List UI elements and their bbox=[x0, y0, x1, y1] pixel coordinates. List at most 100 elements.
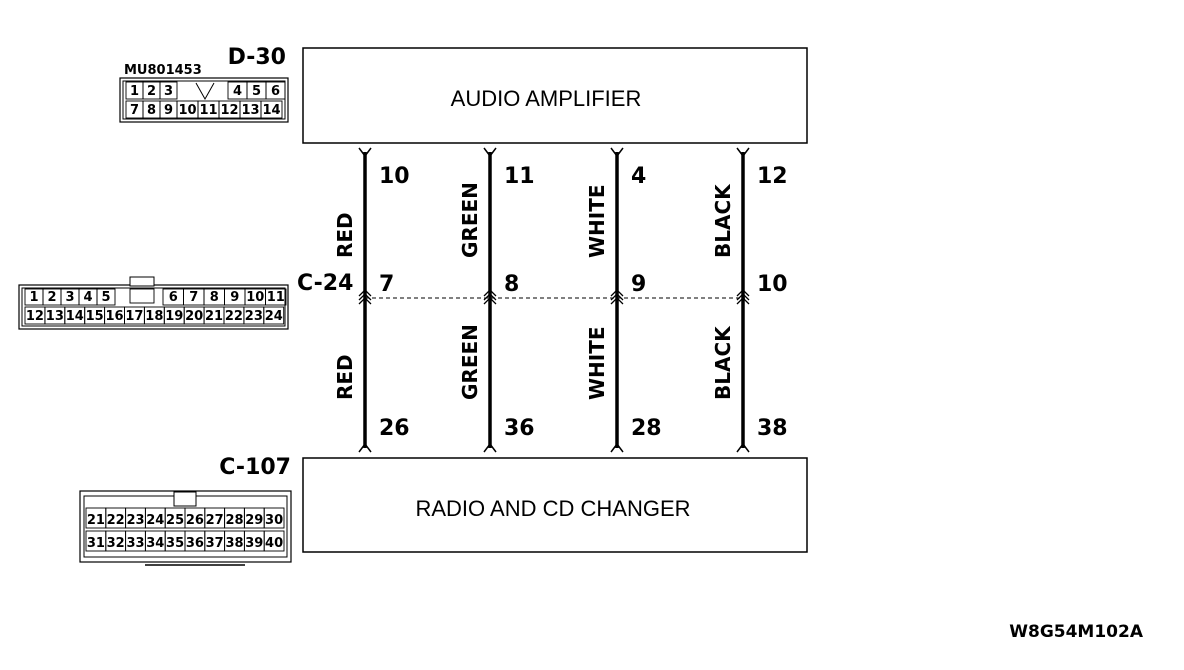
svg-text:5: 5 bbox=[252, 84, 261, 99]
audio-amplifier-box bbox=[302, 47, 808, 144]
svg-text:29: 29 bbox=[245, 513, 263, 528]
svg-text:8: 8 bbox=[147, 103, 156, 118]
pin-bottom-black: 38 bbox=[757, 416, 788, 441]
pin-top-green: 11 bbox=[504, 164, 535, 189]
connector-cell: 16 bbox=[104, 306, 125, 325]
svg-text:9: 9 bbox=[230, 290, 239, 305]
svg-text:2: 2 bbox=[47, 290, 56, 305]
svg-text:22: 22 bbox=[225, 309, 243, 324]
pin-mid-white: 9 bbox=[631, 272, 646, 297]
svg-text:23: 23 bbox=[245, 309, 263, 324]
svg-text:10: 10 bbox=[178, 103, 196, 118]
svg-text:35: 35 bbox=[166, 536, 184, 551]
wire-color-label-lower: RED bbox=[333, 354, 357, 400]
svg-text:31: 31 bbox=[87, 536, 105, 551]
connector-cell: 18 bbox=[143, 306, 165, 325]
wire-color-label-upper: GREEN bbox=[458, 182, 482, 258]
svg-text:11: 11 bbox=[199, 103, 217, 118]
pin-top-red: 10 bbox=[379, 164, 410, 189]
wire-color-label-lower: WHITE bbox=[585, 326, 609, 400]
pin-top-white: 4 bbox=[631, 164, 646, 189]
c24-connector-id: C-24 bbox=[297, 271, 353, 296]
svg-text:14: 14 bbox=[262, 103, 280, 118]
svg-text:2: 2 bbox=[147, 84, 156, 99]
connector-cell: 10 bbox=[176, 100, 199, 119]
connector-cell: 30 bbox=[263, 507, 285, 529]
d30-part-code: MU801453 bbox=[124, 63, 202, 78]
svg-text:3: 3 bbox=[65, 290, 74, 305]
connector-cell: 6 bbox=[265, 81, 286, 100]
wire-color-label-upper: RED bbox=[333, 212, 357, 258]
svg-text:11: 11 bbox=[267, 290, 285, 305]
svg-text:40: 40 bbox=[265, 536, 283, 551]
wire-green: 11 8 36 GREEN GREEN bbox=[458, 147, 535, 453]
radio-cd-changer-box bbox=[302, 457, 808, 553]
svg-text:17: 17 bbox=[125, 309, 143, 324]
connector-cell: 22 bbox=[223, 306, 245, 325]
svg-text:4: 4 bbox=[233, 84, 242, 99]
svg-text:36: 36 bbox=[186, 536, 204, 551]
svg-text:25: 25 bbox=[166, 513, 184, 528]
svg-text:12: 12 bbox=[26, 309, 44, 324]
svg-text:8: 8 bbox=[210, 290, 219, 305]
connector-cell: 19 bbox=[163, 306, 185, 325]
svg-text:22: 22 bbox=[107, 513, 125, 528]
pin-mid-black: 10 bbox=[757, 272, 788, 297]
svg-text:24: 24 bbox=[146, 513, 164, 528]
svg-text:19: 19 bbox=[165, 309, 183, 324]
svg-text:12: 12 bbox=[220, 103, 238, 118]
connector-cell: 13 bbox=[44, 306, 66, 325]
connector-cell: 12 bbox=[218, 100, 241, 119]
svg-text:37: 37 bbox=[206, 536, 224, 551]
connector-cell: 21 bbox=[203, 306, 225, 325]
connector-cell: 10 bbox=[244, 288, 266, 306]
svg-text:30: 30 bbox=[265, 513, 283, 528]
svg-text:4: 4 bbox=[83, 290, 92, 305]
radio-cd-changer-label: RADIO AND CD CHANGER bbox=[415, 496, 690, 521]
pin-bottom-green: 36 bbox=[504, 416, 535, 441]
svg-text:15: 15 bbox=[86, 309, 104, 324]
pin-top-black: 12 bbox=[757, 164, 788, 189]
svg-text:18: 18 bbox=[145, 309, 163, 324]
pin-mid-green: 8 bbox=[504, 272, 519, 297]
svg-text:20: 20 bbox=[185, 309, 203, 324]
wire-color-label-upper: WHITE bbox=[585, 184, 609, 258]
svg-text:5: 5 bbox=[101, 290, 110, 305]
wire-color-label-lower: GREEN bbox=[458, 324, 482, 400]
svg-text:24: 24 bbox=[265, 309, 283, 324]
connector-cell: 14 bbox=[260, 100, 283, 119]
connector-cell: 11 bbox=[265, 288, 287, 306]
svg-text:28: 28 bbox=[225, 513, 243, 528]
connector-cell: 3 bbox=[159, 81, 178, 100]
svg-text:7: 7 bbox=[130, 103, 139, 118]
svg-text:21: 21 bbox=[205, 309, 223, 324]
connector-cell: 11 bbox=[197, 100, 220, 119]
svg-text:14: 14 bbox=[66, 309, 84, 324]
connector-cell: 13 bbox=[239, 100, 262, 119]
figure-id: W8G54M102A bbox=[1009, 622, 1144, 642]
svg-text:39: 39 bbox=[245, 536, 263, 551]
connector-cell: 17 bbox=[124, 306, 145, 325]
connector-cell: 20 bbox=[183, 306, 205, 325]
svg-text:6: 6 bbox=[169, 290, 178, 305]
wire-color-label-upper: BLACK bbox=[711, 183, 735, 258]
connector-cell: 40 bbox=[263, 530, 285, 552]
c107-connector-id: C-107 bbox=[219, 455, 291, 480]
connector-cell: 5 bbox=[96, 288, 116, 306]
d30-connector-id: D-30 bbox=[228, 45, 286, 70]
svg-text:21: 21 bbox=[87, 513, 105, 528]
connector-cell: 14 bbox=[64, 306, 86, 325]
svg-text:27: 27 bbox=[206, 513, 224, 528]
svg-text:3: 3 bbox=[164, 84, 173, 99]
svg-text:7: 7 bbox=[189, 290, 198, 305]
connector-cell: 12 bbox=[24, 306, 46, 325]
svg-text:10: 10 bbox=[246, 290, 264, 305]
svg-text:33: 33 bbox=[126, 536, 144, 551]
